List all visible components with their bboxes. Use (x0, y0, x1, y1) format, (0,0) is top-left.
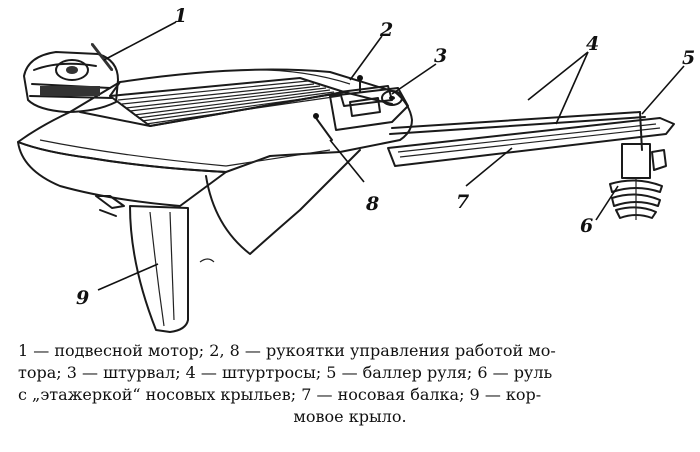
nose-beam (387, 117, 675, 167)
label-7: 7 (456, 191, 469, 213)
caption-line-3: с „этажеркой“ носовых крыльев; 7 — носов… (18, 385, 542, 404)
steering-wheel (381, 90, 403, 106)
caption-line-2: тора; 3 — штурвал; 4 — штуртросы; 5 — ба… (18, 363, 553, 382)
tiller-cables (389, 111, 646, 135)
hydrofoil-boat-diagram: 1 2 3 4 5 6 7 8 9 (17, 5, 695, 333)
caption-line-4: мовое крыло. (293, 407, 407, 426)
label-2: 2 (379, 19, 393, 41)
caption-line-1: 1 — подвесной мотор; 2, 8 — рукоятки упр… (18, 341, 556, 360)
cockpit-slats (117, 80, 341, 125)
figure-caption: 1 — подвесной мотор; 2, 8 — рукоятки упр… (18, 340, 682, 428)
label-9: 9 (76, 287, 89, 309)
outboard-motor (23, 43, 125, 217)
label-4: 4 (586, 33, 599, 55)
label-5: 5 (682, 47, 695, 69)
leader-lines (97, 21, 685, 291)
label-8: 8 (365, 193, 379, 215)
label-6: 6 (580, 215, 593, 237)
lower-handle (313, 113, 333, 141)
label-3: 3 (434, 45, 447, 67)
hull (17, 68, 413, 263)
stern-foil (129, 205, 189, 333)
rudder-assembly (609, 111, 667, 220)
label-1: 1 (174, 5, 187, 27)
